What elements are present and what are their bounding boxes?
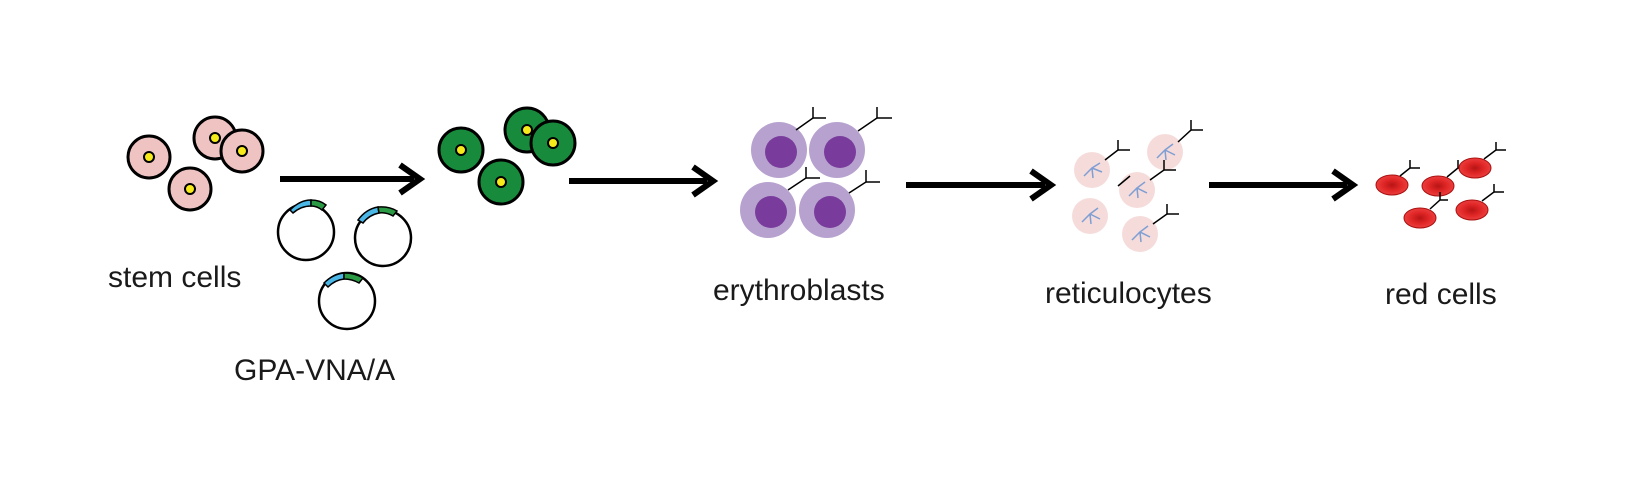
stem-cell <box>126 134 172 180</box>
plasmid <box>353 206 413 268</box>
reticulocyte <box>1122 204 1179 252</box>
plasmid <box>317 271 377 331</box>
erythroblast <box>799 170 880 238</box>
erythroblasts-group <box>740 107 892 238</box>
transduced-cells-group <box>437 106 577 206</box>
red-cell <box>1375 160 1420 196</box>
red-cells-group <box>1375 142 1506 229</box>
erythroblast <box>809 107 892 178</box>
label-reticulocytes: reticulocytes <box>1045 277 1212 310</box>
red-cell <box>1455 184 1504 221</box>
label-plasmid: GPA-VNA/A <box>234 354 396 387</box>
reticulocytes-group <box>1072 120 1203 252</box>
red-cell <box>1403 192 1448 229</box>
reticulocyte <box>1074 140 1130 188</box>
stem-cells-group <box>126 115 265 212</box>
reticulocyte <box>1117 160 1176 208</box>
arrow-differentiation-1 <box>569 164 719 198</box>
transduced-cell <box>529 119 577 167</box>
reticulocyte <box>1072 198 1108 234</box>
label-red-cells: red cells <box>1385 278 1497 311</box>
reticulocyte <box>1147 120 1203 170</box>
label-stem-cells: stem cells <box>108 261 242 294</box>
transduced-cell <box>477 158 525 206</box>
plasmids-group <box>276 199 413 331</box>
plasmid <box>276 199 336 262</box>
red-cell <box>1421 160 1468 197</box>
arrow-differentiation-2 <box>906 168 1057 202</box>
transduced-cell <box>437 126 485 174</box>
arrow-maturation <box>1209 168 1359 202</box>
label-erythroblasts: erythroblasts <box>713 274 885 307</box>
stem-cell <box>219 128 265 174</box>
erythroblast <box>751 107 826 178</box>
erythroblast <box>740 167 820 238</box>
arrow-transduction <box>280 162 426 196</box>
red-cell <box>1458 142 1506 179</box>
stem-cell <box>167 166 213 212</box>
